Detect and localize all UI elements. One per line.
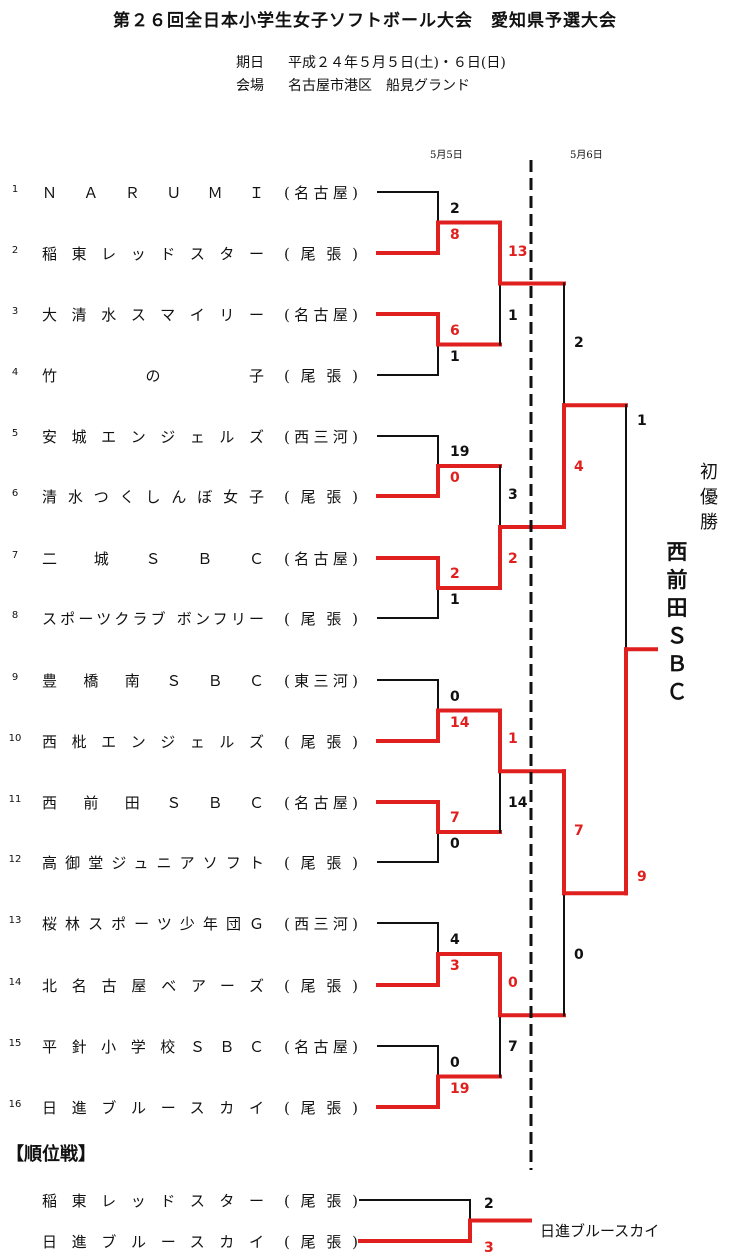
team-region: (尾張)	[284, 488, 358, 506]
team-name: 日進ブルースカイ	[42, 1099, 264, 1117]
date-value: 平成２４年５月５日(土)・６日(日)	[288, 55, 506, 71]
match-score: 1	[508, 307, 518, 324]
team-name: 清水つくしんぼ女子	[42, 488, 264, 506]
team-region: (尾張)	[284, 733, 358, 751]
venue-value: 名古屋市港区 船見グランド	[288, 78, 470, 94]
team-number: 15	[8, 1038, 22, 1049]
match-score: 1	[450, 592, 460, 608]
placement-winner: 日進ブルースカイ	[540, 1222, 660, 1240]
match-score: 3	[450, 958, 460, 974]
placement-team-region: (尾張)	[284, 1233, 358, 1251]
team-number: 14	[8, 977, 22, 988]
team-region: (尾張)	[284, 854, 358, 872]
team-number: 11	[8, 794, 22, 805]
team-number: 6	[11, 488, 19, 499]
team-number: 12	[8, 854, 22, 865]
team-number: 16	[8, 1099, 22, 1110]
team-name: 豊橋南ＳＢＣ	[42, 672, 264, 690]
match-score: 14	[508, 795, 528, 812]
team-region: (尾張)	[284, 245, 358, 263]
team-number: 13	[8, 915, 22, 926]
match-score: 19	[450, 1080, 470, 1097]
team-name: 平針小学校ＳＢＣ	[42, 1038, 264, 1056]
match-score: 6	[450, 322, 460, 339]
team-region: (西三河)	[284, 915, 358, 933]
page-title: 第２６回全日本小学生女子ソフトボール大会 愛知県予選大会	[113, 11, 617, 31]
match-score: 2	[574, 335, 584, 352]
team-region: (尾張)	[284, 367, 358, 385]
team-name: ＮＡＲＵＭＩ	[42, 184, 264, 202]
team-number: 5	[11, 428, 19, 439]
team-name: 二城ＳＢＣ	[42, 550, 264, 568]
team-number: 10	[8, 733, 22, 744]
match-score: 7	[450, 810, 460, 826]
match-score: 3	[508, 487, 518, 503]
match-score: 19	[450, 444, 470, 460]
team-number: 8	[11, 610, 19, 621]
team-region: (名古屋)	[284, 306, 358, 324]
team-region: (名古屋)	[284, 794, 358, 812]
placement-team-name: 日進ブルースカイ	[42, 1233, 264, 1251]
placement-team-region: (尾張)	[284, 1192, 358, 1210]
team-region: (名古屋)	[284, 550, 358, 568]
event-date: 期日 平成２４年５月５日(土)・６日(日)	[236, 52, 506, 72]
team-number: 3	[11, 306, 19, 317]
team-name: 桜林スポーツ少年団Ｇ	[42, 915, 264, 933]
team-name: 竹 の 子	[42, 367, 264, 385]
team-name: 高御堂ジュニアソフト	[42, 854, 264, 872]
team-number: 2	[11, 245, 19, 256]
match-score: 4	[450, 932, 460, 948]
team-name: 西枇エンジェルズ	[42, 733, 264, 751]
match-score: 7	[574, 823, 584, 840]
match-score: 9	[637, 869, 647, 886]
match-score: 0	[574, 947, 584, 964]
day2-label: 5月6日	[570, 150, 603, 161]
placement-team-name: 稲東レッドスター	[42, 1192, 264, 1210]
match-score: 0	[508, 975, 518, 992]
team-number: 7	[11, 550, 19, 561]
match-score: 1	[450, 348, 460, 365]
match-score: 0	[450, 470, 460, 486]
match-score: 2	[450, 566, 460, 582]
placement-score: 3	[484, 1240, 494, 1256]
team-name: 安城エンジェルズ	[42, 428, 264, 446]
team-region: (西三河)	[284, 428, 358, 446]
match-score: 13	[508, 243, 528, 260]
team-number: 4	[11, 367, 19, 378]
champion-team: 西前田ＳＢＣ	[666, 540, 688, 704]
team-name: 西前田ＳＢＣ	[42, 794, 264, 812]
match-score: 1	[508, 731, 518, 748]
match-score: 0	[450, 688, 460, 705]
team-number: 1	[11, 184, 19, 195]
team-region: (尾張)	[284, 1099, 358, 1117]
team-name: 大清水スマイリー	[42, 306, 264, 324]
team-region: (東三河)	[284, 672, 358, 690]
match-score: 0	[450, 836, 460, 852]
event-venue: 会場 名古屋市港区 船見グランド	[236, 75, 470, 95]
match-score: 14	[450, 714, 470, 731]
date-label: 期日	[236, 55, 264, 71]
team-region: (尾張)	[284, 977, 358, 995]
match-score: 8	[450, 226, 460, 243]
match-score: 7	[508, 1039, 518, 1056]
match-score: 4	[574, 459, 584, 476]
placement-score: 2	[484, 1196, 494, 1212]
team-region: (尾張)	[284, 610, 358, 628]
match-score: 1	[637, 413, 647, 430]
day1-label: 5月5日	[430, 150, 463, 161]
team-name: スポーツクラブ ボンフリー	[42, 610, 264, 628]
match-score: 2	[508, 551, 518, 567]
match-score: 0	[450, 1054, 460, 1071]
team-number: 9	[11, 672, 19, 683]
team-region: (名古屋)	[284, 1038, 358, 1056]
champion-label: 初優勝	[700, 462, 718, 533]
team-name: 稲東レッドスター	[42, 245, 264, 263]
team-name: 北名古屋ベアーズ	[42, 977, 264, 995]
venue-label: 会場	[236, 78, 264, 94]
match-score: 2	[450, 200, 460, 217]
placement-heading: 【順位戦】	[6, 1144, 96, 1165]
team-region: (名古屋)	[284, 184, 358, 202]
